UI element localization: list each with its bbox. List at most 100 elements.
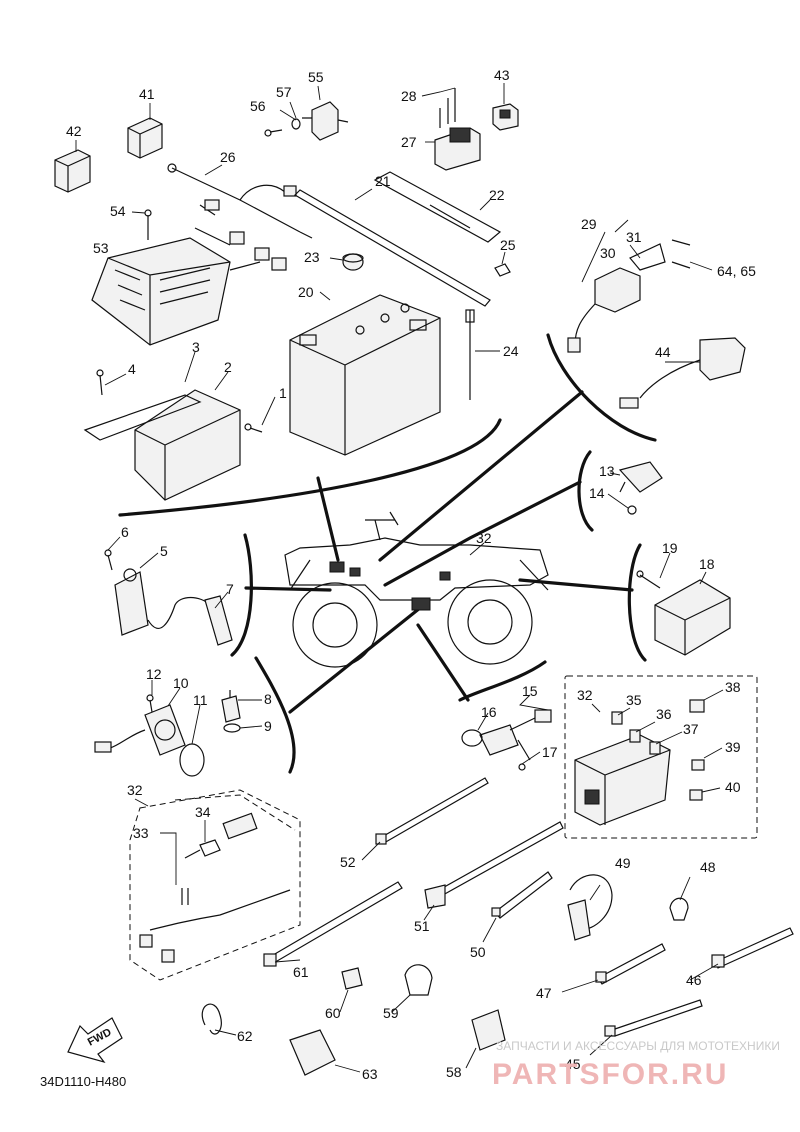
- pickup-section-boundary: [254, 656, 296, 774]
- fuse-box-32: [564, 675, 758, 839]
- callout-6: 6: [121, 524, 129, 540]
- cable-tie-52: [375, 777, 489, 845]
- relay-41: [127, 117, 163, 159]
- callout-49: 49: [615, 855, 631, 871]
- clamp-63: [289, 1029, 336, 1076]
- pickup-coil-10-11-12: [94, 694, 205, 777]
- callout-48: 48: [700, 859, 716, 875]
- cdi-unit-53: [91, 199, 287, 346]
- cable-tie-45: [604, 999, 703, 1037]
- fwd-label: FWD: [86, 1026, 114, 1048]
- callout-24: 24: [503, 343, 519, 359]
- callout-37: 37: [683, 721, 699, 737]
- callout-19: 19: [662, 540, 678, 556]
- callout-62: 62: [237, 1028, 253, 1044]
- relay-42: [54, 149, 91, 193]
- starter-relay-27: [434, 88, 481, 171]
- callout-32-atv: 32: [476, 530, 492, 546]
- cable-tie-61: [263, 881, 403, 967]
- wire-lead-26: [167, 163, 313, 239]
- callout-7: 7: [226, 581, 234, 597]
- coil-section-boundary: [230, 533, 253, 657]
- callout-23: 23: [304, 249, 320, 265]
- right-upper-section-boundary: [546, 333, 657, 442]
- atv-illustration: [284, 511, 549, 668]
- watermark-site: PARTSFOR.RU: [492, 1058, 728, 1091]
- callout-10: 10: [173, 675, 189, 691]
- main-switch-29-30-31: [567, 239, 691, 353]
- callout-32-fusebox: 32: [577, 687, 593, 703]
- callout-3: 3: [192, 339, 200, 355]
- sensor-13: [618, 461, 663, 515]
- section-leaders: [244, 390, 634, 714]
- callout-30: 30: [600, 245, 616, 261]
- ecu-bracket-1-2-3-4: [83, 369, 263, 501]
- damper-23: [342, 253, 364, 271]
- callout-45: 45: [565, 1056, 581, 1072]
- callout-11: 11: [193, 692, 208, 708]
- callout-53: 53: [93, 240, 109, 256]
- starter-relay-55: [264, 101, 349, 141]
- cable-tie-46: [711, 927, 794, 969]
- callout-56: 56: [250, 98, 266, 114]
- clamp-60: [341, 967, 363, 990]
- clamp-59: [404, 964, 433, 996]
- callout-55: 55: [308, 69, 324, 85]
- callout-51: 51: [414, 918, 430, 934]
- callout-61: 61: [293, 964, 309, 980]
- callout-43: 43: [494, 67, 510, 83]
- cable-tie-51: [424, 821, 564, 909]
- callout-57: 57: [276, 84, 292, 100]
- callout-20: 20: [298, 284, 314, 300]
- callout-31: 31: [626, 229, 642, 245]
- callout-59: 59: [383, 1005, 399, 1021]
- diagram-code: 34D1110-H480: [40, 1074, 126, 1089]
- clamp-48: [669, 897, 689, 921]
- battery-bands-21-22: [294, 171, 502, 307]
- callout-8: 8: [264, 691, 272, 707]
- bolt-24-nut-25: [465, 263, 511, 400]
- sensor-15-16-17: [461, 709, 552, 771]
- callout-2: 2: [224, 359, 232, 375]
- callout-50: 50: [470, 944, 486, 960]
- regulator-18-19: [636, 570, 731, 656]
- callout-leaders: [75, 83, 724, 1073]
- callout-labels: 1 2 3 4 5 6 7 8 9 10 11 12 13 14 15 16 1…: [66, 67, 756, 1082]
- callout-42: 42: [66, 123, 82, 139]
- callout-32-kit: 32: [127, 782, 143, 798]
- callout-64-65: 64, 65: [717, 263, 756, 279]
- callout-34: 34: [195, 804, 211, 820]
- ignition-coil-5-6-7: [104, 549, 233, 646]
- callout-1: 1: [279, 385, 287, 401]
- callout-60: 60: [325, 1005, 341, 1021]
- callout-21: 21: [375, 173, 391, 189]
- callout-16: 16: [481, 704, 497, 720]
- fwd-arrow-icon: [67, 1017, 123, 1064]
- cable-tie-50: [491, 871, 553, 919]
- cable-tie-47: [595, 943, 666, 985]
- relay-43: [492, 103, 519, 131]
- callout-12: 12: [146, 666, 162, 682]
- callout-36: 36: [656, 706, 672, 722]
- callout-27: 27: [401, 134, 417, 150]
- upper-section-boundary: [118, 418, 502, 517]
- callout-17: 17: [542, 744, 558, 760]
- callout-63: 63: [362, 1066, 378, 1082]
- callout-54: 54: [110, 203, 126, 219]
- socket-44: [619, 337, 746, 409]
- regulator-section-boundary: [627, 543, 647, 662]
- callout-35: 35: [626, 692, 642, 708]
- callout-44: 44: [655, 344, 671, 360]
- callout-40: 40: [725, 779, 741, 795]
- callout-47: 47: [536, 985, 552, 1001]
- sensor-section-boundary: [577, 450, 594, 532]
- battery-20: [289, 294, 441, 456]
- callout-14: 14: [589, 485, 605, 501]
- callout-38: 38: [725, 679, 741, 695]
- callout-4: 4: [128, 361, 136, 377]
- callout-9: 9: [264, 718, 272, 734]
- callout-22: 22: [489, 187, 505, 203]
- clamp-58: [471, 1009, 506, 1051]
- callout-58: 58: [446, 1064, 462, 1080]
